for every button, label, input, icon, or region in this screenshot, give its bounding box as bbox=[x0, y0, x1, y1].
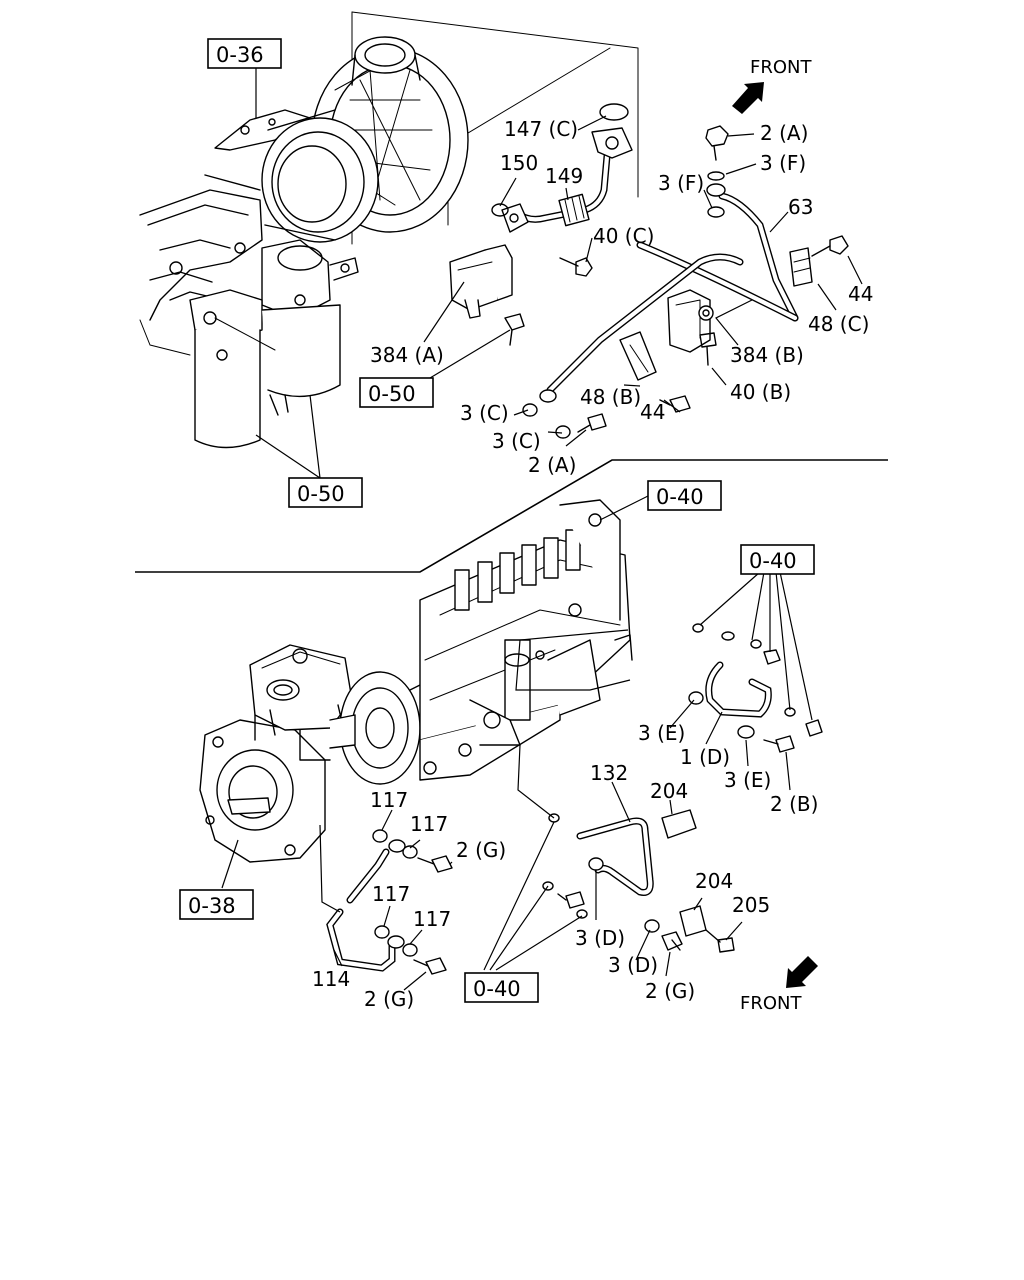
part-48b[interactable]: 48 (B) bbox=[580, 385, 641, 409]
bracket-384b bbox=[667, 289, 714, 353]
part-205[interactable]: 205 bbox=[732, 893, 770, 917]
ref-label-0-38: 0-38 bbox=[188, 894, 236, 918]
part-44-mid[interactable]: 44 bbox=[640, 400, 665, 424]
part-204-a[interactable]: 204 bbox=[650, 779, 688, 803]
part-44-right[interactable]: 44 bbox=[848, 282, 873, 306]
front-arrow-top: FRONT bbox=[732, 57, 812, 114]
part-114[interactable]: 114 bbox=[312, 967, 350, 991]
part-63[interactable]: 63 bbox=[788, 195, 813, 219]
clip-48b bbox=[619, 331, 657, 381]
bracket-384a bbox=[449, 244, 513, 319]
part-3c-a[interactable]: 3 (C) bbox=[460, 401, 509, 425]
part-150[interactable]: 150 bbox=[500, 151, 538, 175]
part-3d-b[interactable]: 3 (D) bbox=[608, 953, 658, 977]
ref-label-0-40-right: 0-40 bbox=[749, 549, 797, 573]
oil-pipe-114 bbox=[326, 848, 396, 972]
part-384a[interactable]: 384 (A) bbox=[370, 343, 444, 367]
oil-pipe-63 bbox=[636, 192, 799, 322]
part-117-a[interactable]: 117 bbox=[370, 788, 408, 812]
bottom-part-labels: 3 (E) 1 (D) 3 (E) 2 (B) 132 204 204 205 … bbox=[312, 721, 818, 1011]
ref-label-0-40-pump: 0-40 bbox=[656, 485, 704, 509]
part-147c[interactable]: 147 (C) bbox=[504, 117, 578, 141]
part-3f-left[interactable]: 3 (F) bbox=[658, 171, 704, 195]
ref-label-0-50-upper: 0-50 bbox=[368, 382, 416, 406]
oil-pipe-1d bbox=[705, 661, 772, 718]
part-3e-a[interactable]: 3 (E) bbox=[638, 721, 685, 745]
part-3f-right[interactable]: 3 (F) bbox=[760, 151, 806, 175]
oil-pipe-149 bbox=[501, 127, 633, 233]
part-48c[interactable]: 48 (C) bbox=[808, 312, 869, 336]
ref-label-0-40-bottom: 0-40 bbox=[473, 977, 521, 1001]
section-divider bbox=[135, 459, 888, 573]
part-132[interactable]: 132 bbox=[590, 761, 628, 785]
oil-pipe-return bbox=[546, 253, 744, 394]
part-2a-bottom[interactable]: 2 (A) bbox=[528, 453, 576, 477]
ref-box-0-40-pump[interactable]: 0-40 bbox=[647, 480, 722, 511]
oil-pipe-132 bbox=[576, 817, 654, 896]
part-40b[interactable]: 40 (B) bbox=[730, 380, 791, 404]
part-2g-bottom[interactable]: 2 (G) bbox=[364, 987, 414, 1011]
bottom-leader-lines bbox=[221, 494, 813, 991]
front-label-bottom: FRONT bbox=[740, 993, 802, 1014]
part-2a-top[interactable]: 2 (A) bbox=[760, 121, 808, 145]
part-149[interactable]: 149 bbox=[545, 164, 583, 188]
part-204-b[interactable]: 204 bbox=[695, 869, 733, 893]
injection-pump-illustration bbox=[199, 499, 633, 863]
part-2g-mid[interactable]: 2 (G) bbox=[456, 838, 506, 862]
part-384b[interactable]: 384 (B) bbox=[730, 343, 804, 367]
ref-box-0-40-right[interactable]: 0-40 bbox=[740, 544, 815, 575]
top-leader-lines bbox=[255, 68, 863, 480]
part-117-d[interactable]: 117 bbox=[413, 907, 451, 931]
part-40c[interactable]: 40 (C) bbox=[593, 224, 654, 248]
ref-label-0-36: 0-36 bbox=[216, 43, 264, 67]
turbocharger-illustration bbox=[139, 11, 639, 449]
ref-box-0-50-upper[interactable]: 0-50 bbox=[359, 377, 434, 408]
front-arrow-bottom: FRONT bbox=[740, 956, 818, 1014]
part-3c-b[interactable]: 3 (C) bbox=[492, 429, 541, 453]
part-1d[interactable]: 1 (D) bbox=[680, 745, 730, 769]
part-117-c[interactable]: 117 bbox=[372, 882, 410, 906]
part-2g-right[interactable]: 2 (G) bbox=[645, 979, 695, 1003]
front-label-top: FRONT bbox=[750, 57, 812, 78]
bottom-fasteners bbox=[372, 623, 823, 975]
ref-label-0-50-lower: 0-50 bbox=[297, 482, 345, 506]
part-2b[interactable]: 2 (B) bbox=[770, 792, 818, 816]
top-part-labels: 147 (C) 150 149 40 (C) 2 (A) 3 (F) 3 (F)… bbox=[370, 117, 873, 477]
ref-box-0-50-lower[interactable]: 0-50 bbox=[288, 477, 363, 508]
part-3e-b[interactable]: 3 (E) bbox=[724, 768, 771, 792]
ref-box-0-38[interactable]: 0-38 bbox=[179, 889, 254, 920]
ref-box-0-36[interactable]: 0-36 bbox=[207, 38, 282, 69]
clip-48c bbox=[789, 247, 813, 287]
part-3d-a[interactable]: 3 (D) bbox=[575, 926, 625, 950]
top-fasteners bbox=[491, 103, 849, 439]
part-117-b[interactable]: 117 bbox=[410, 812, 448, 836]
ref-box-0-40-bottom[interactable]: 0-40 bbox=[464, 972, 539, 1003]
